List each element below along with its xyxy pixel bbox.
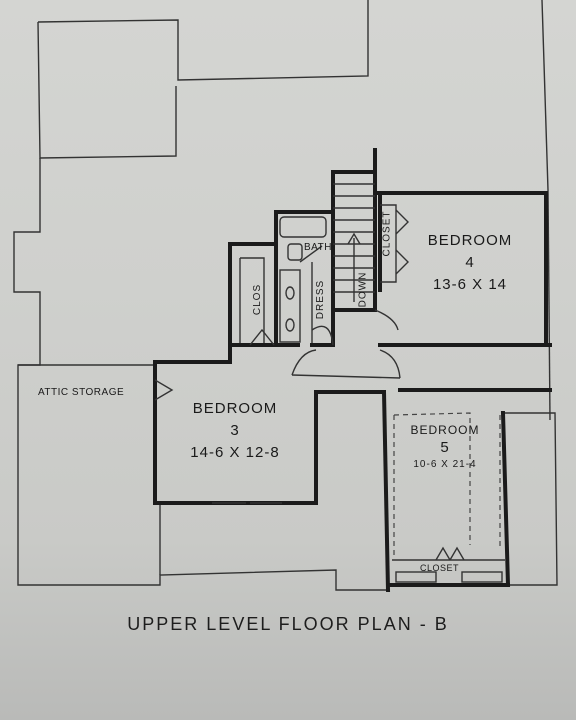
attic-storage-label: ATTIC STORAGE	[38, 387, 125, 398]
closet-bottom-label: CLOSET	[420, 563, 460, 573]
bedroom-3-label: BEDROOM 3 14-6 X 12-8	[180, 398, 290, 464]
plan-title: UPPER LEVEL FLOOR PLAN - B	[127, 614, 449, 634]
stair	[331, 148, 377, 312]
hallway-walls	[291, 308, 401, 394]
bedroom-3-name: BEDROOM	[192, 400, 278, 417]
dress-label: DRESS	[315, 279, 327, 320]
closet-vertical-label: CLOSET	[381, 210, 393, 257]
bedroom-4-size: 13-6 X 14	[432, 276, 508, 293]
bedroom-3-size: 14-6 X 12-8	[190, 444, 280, 461]
clos-label: CLOS	[252, 283, 264, 316]
bedroom-5-size: 10-6 X 21-4	[413, 459, 477, 470]
bedroom-3-walls	[153, 343, 318, 505]
bedroom-5-name: BEDROOM	[410, 423, 480, 437]
bath-label: BATH	[304, 242, 332, 253]
bedroom-3-number: 3	[230, 422, 240, 439]
bedroom-4-label: BEDROOM 4 13-6 X 14	[420, 230, 520, 296]
roof-outline	[13, 0, 558, 591]
bedroom-5-label: BEDROOM 5 10-6 X 21-4	[410, 422, 480, 473]
bath-area-walls	[228, 210, 335, 347]
bedroom-5-walls	[378, 343, 552, 593]
bedroom-5-number: 5	[440, 439, 450, 456]
bedroom-4-number: 4	[465, 254, 475, 271]
stair-down-label: DOWN	[357, 271, 369, 308]
bedroom-4-name: BEDROOM	[427, 232, 513, 249]
